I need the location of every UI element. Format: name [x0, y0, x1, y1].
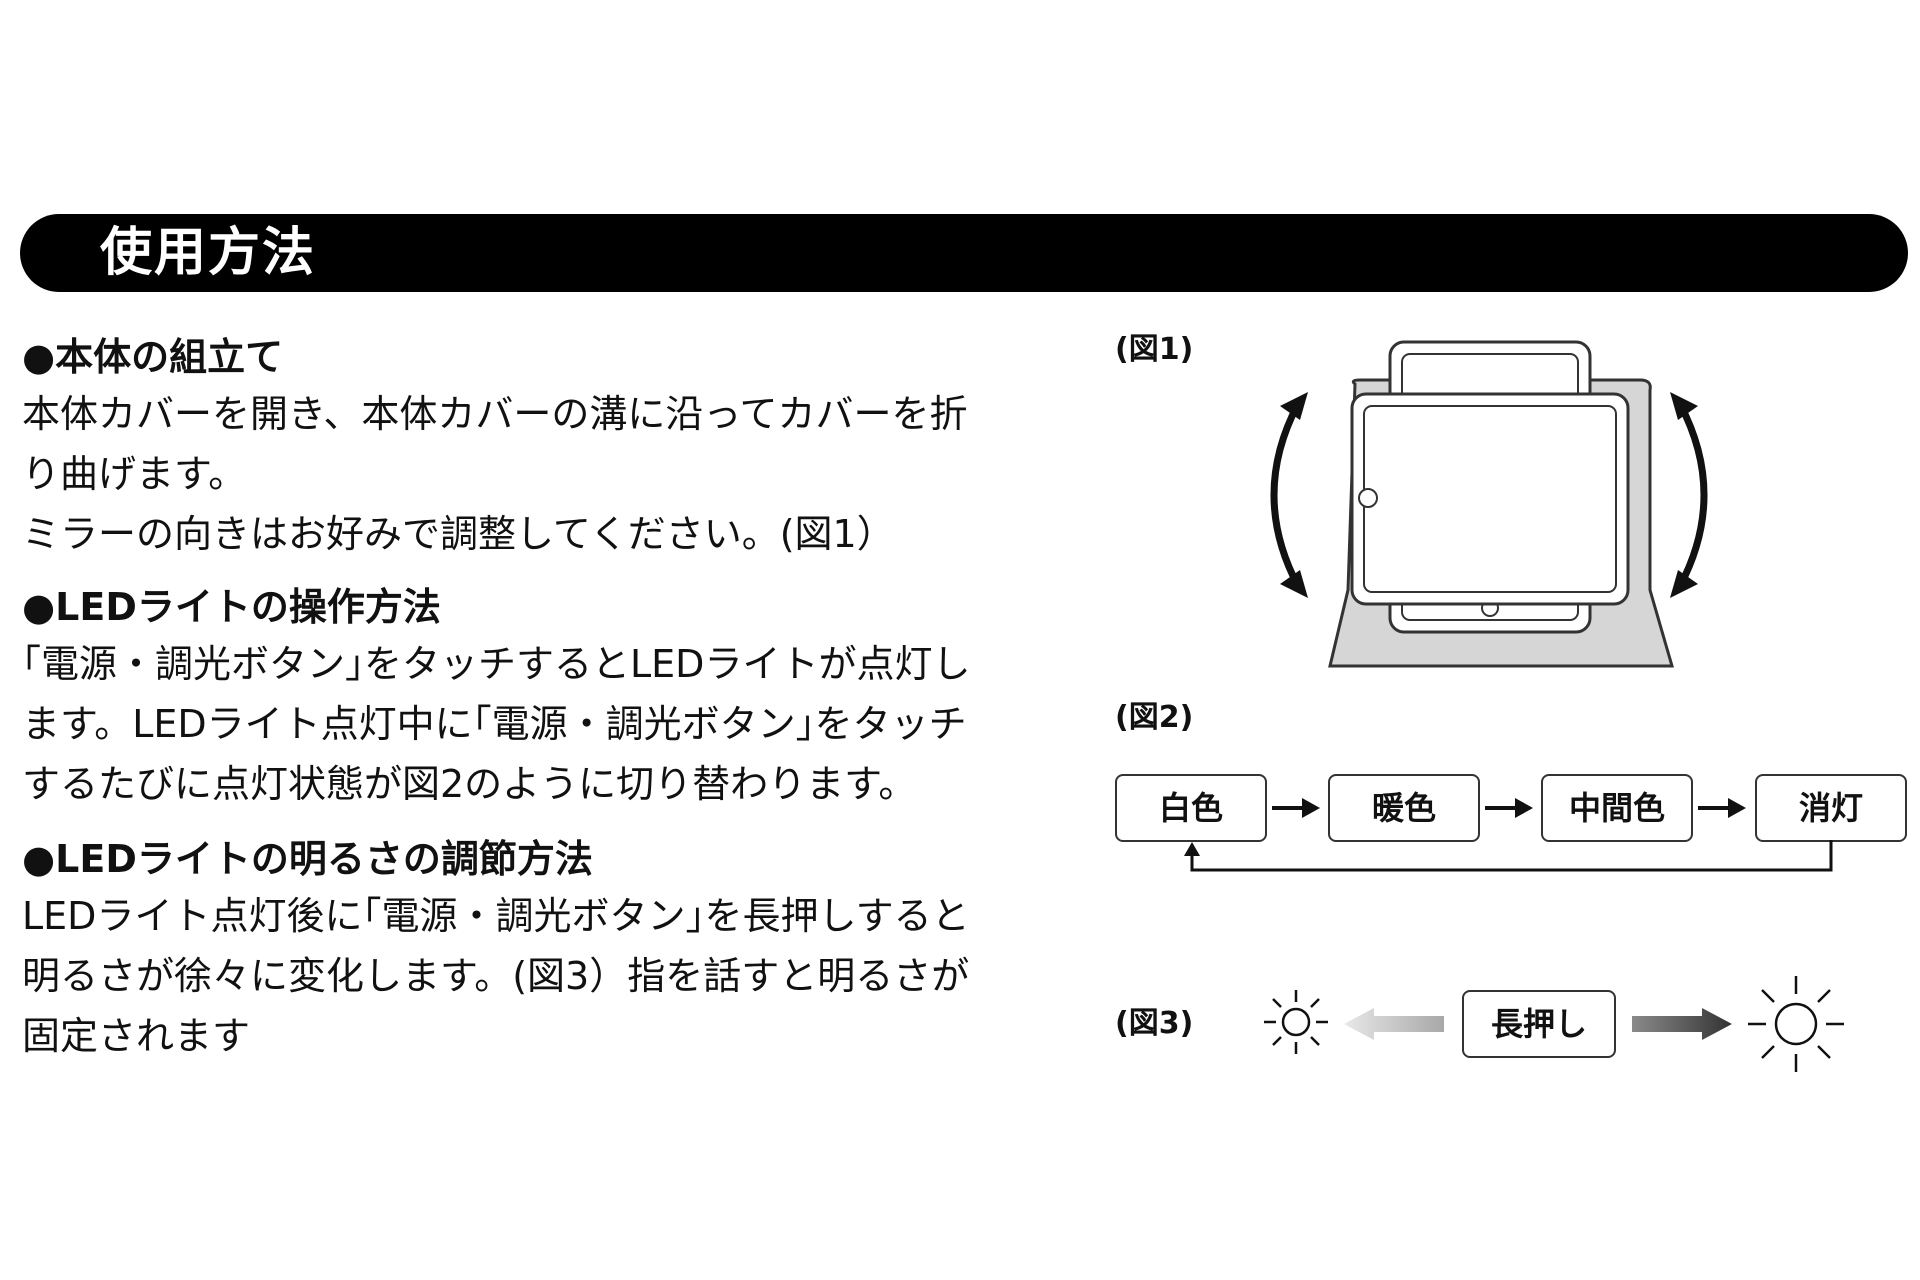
section-assembly: ●本体の組立て 本体カバーを開き、本体カバーの溝に沿ってカバーを折 り曲げます。…	[22, 330, 1012, 564]
section-brightness-adjust: ●LEDライトの明るさの調節方法 LEDライト点灯後に｢電源・調光ボタン｣を長押…	[22, 832, 1012, 1066]
body-text-line: 固定されます	[22, 1014, 251, 1058]
bright-sun-icon	[1748, 976, 1844, 1072]
long-press-label-box: 長押し	[1462, 990, 1616, 1058]
dim-sun-icon	[1264, 990, 1328, 1054]
state-box-middle: 中間色	[1541, 774, 1693, 842]
state-box-off: 消灯	[1755, 774, 1907, 842]
section-header-bar: 使用方法	[20, 214, 1908, 292]
right-arrow-icon	[1485, 798, 1533, 818]
body-text-line: LEDライト点灯後に｢電源・調光ボタン｣を長押しすると	[22, 894, 970, 938]
state-box-white: 白色	[1115, 774, 1267, 842]
gradient-arrow-icon	[1632, 1008, 1732, 1040]
section-heading: ●LEDライトの明るさの調節方法	[22, 837, 593, 881]
right-arrow-icon	[1272, 798, 1320, 818]
body-text-line: り曲げます。	[22, 452, 247, 496]
figure-2-label: (図2)	[1115, 700, 1194, 735]
section-heading: ●LEDライトの操作方法	[22, 585, 441, 629]
figure-1-label: (図1)	[1115, 332, 1194, 367]
state-box-warm: 暖色	[1328, 774, 1480, 842]
right-arrow-icon	[1698, 798, 1746, 818]
body-text-line: するたびに点灯状態が図2のように切り替わります。	[22, 762, 917, 806]
mirror-landscape-frame	[1350, 392, 1630, 606]
gradient-arrow-icon	[1344, 1008, 1444, 1040]
rotate-arrow-icon	[1670, 392, 1708, 598]
body-text-line: ｢電源・調光ボタン｣をタッチするとLEDライトが点灯し	[22, 642, 971, 686]
figure-3-label: (図3)	[1115, 1006, 1194, 1041]
body-text-line: ミラーの向きはお好みで調整してください。(図1）	[22, 512, 895, 556]
body-text-line: ます。LEDライト点灯中に｢電源・調光ボタン｣をタッチ	[22, 702, 967, 746]
rotate-arrow-icon	[1270, 392, 1308, 598]
body-text-line: 本体カバーを開き、本体カバーの溝に沿ってカバーを折	[22, 392, 968, 436]
mirror-stand-illustration	[1328, 340, 1674, 668]
section-led-operation: ●LEDライトの操作方法 ｢電源・調光ボタン｣をタッチするとLEDライトが点灯し…	[22, 580, 1012, 814]
page-title: 使用方法	[100, 223, 317, 283]
loop-return-arrow-icon	[1184, 840, 1833, 872]
section-heading: ●本体の組立て	[22, 335, 284, 379]
body-text-line: 明るさが徐々に変化します。(図3）指を話すと明るさが	[22, 954, 970, 998]
